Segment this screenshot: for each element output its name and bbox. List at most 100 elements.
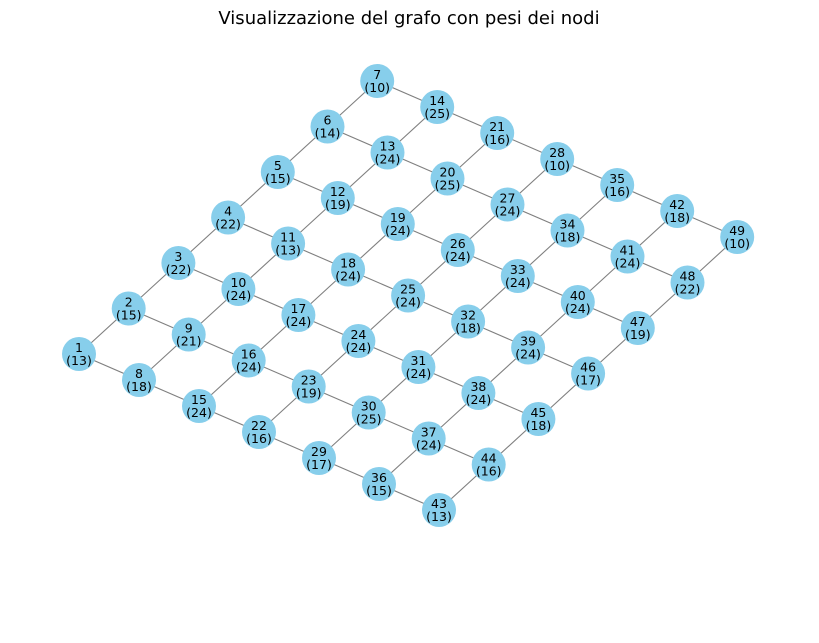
node-id-label: 3 [174,249,182,264]
node-circle [331,252,366,287]
node-circle [351,395,386,430]
node-15: 15(24) [182,389,216,423]
node-weight-label: (19) [625,327,651,342]
node-weight-label: (24) [226,288,252,303]
node-id-label: 20 [440,165,456,180]
node-31: 31(24) [401,350,436,384]
node-circle [310,109,345,144]
node-id-label: 8 [135,366,143,381]
node-id-label: 30 [361,399,377,414]
node-circle [511,330,546,365]
node-circle [62,337,96,371]
node-19: 19(24) [380,207,415,241]
node-circle [490,187,525,222]
node-id-label: 22 [251,418,267,433]
node-id-label: 49 [729,223,745,238]
node-weight-label: (24) [346,340,372,355]
node-circle [720,220,755,254]
node-26: 26(24) [440,233,475,267]
node-weight-label: (16) [246,431,272,446]
node-id-label: 44 [481,451,497,466]
node-weight-label: (25) [435,178,461,193]
node-46: 46(17) [571,356,606,391]
node-23: 23(19) [291,369,326,404]
node-id-label: 26 [450,236,466,251]
node-29: 29(17) [302,441,336,475]
node-circle [600,168,635,202]
node-24: 24(24) [341,324,376,358]
node-weight-label: (18) [126,379,152,394]
node-weight-label: (21) [176,334,202,349]
node-weight-label: (24) [495,204,521,219]
node-weight-label: (16) [484,132,510,147]
node-id-label: 6 [324,113,332,128]
node-id-label: 41 [620,243,636,258]
node-16: 16(24) [231,343,266,378]
node-circle [380,207,415,241]
node-circle [171,317,206,352]
node-circle [111,291,146,326]
node-id-label: 40 [570,288,586,303]
node-21: 21(16) [480,116,515,150]
node-weight-label: (10) [364,80,390,95]
node-weight-label: (13) [66,353,92,368]
node-circle [401,350,436,384]
node-weight-label: (24) [406,366,432,381]
node-id-label: 19 [390,210,406,225]
node-25: 25(24) [391,278,426,313]
node-circle [370,135,405,170]
node-2: 2(15) [111,291,146,326]
node-22: 22(16) [242,415,276,449]
node-11: 11(13) [271,226,306,261]
node-weight-label: (24) [375,152,401,167]
node-id-label: 10 [230,275,246,290]
node-39: 39(24) [511,330,546,365]
node-40: 40(24) [560,285,595,319]
node-circle [471,447,506,482]
node-circle [211,200,246,235]
node-20: 20(25) [430,161,465,196]
node-circle [550,213,585,248]
node-id-label: 23 [301,373,317,388]
node-weight-label: (24) [615,256,641,271]
node-id-label: 12 [330,184,346,199]
node-circle [461,376,496,410]
node-weight-label: (24) [416,438,442,453]
node-9: 9(21) [171,317,206,352]
node-circle [341,324,376,358]
node-42: 42(18) [660,194,695,228]
node-weight-label: (24) [505,275,531,290]
node-weight-label: (24) [515,347,541,362]
node-34: 34(18) [550,213,585,248]
node-weight-label: (22) [166,262,192,277]
node-circle [610,239,645,274]
node-1: 1(13) [62,337,96,371]
node-circle [571,356,606,391]
node-weight-label: (14) [315,126,341,141]
node-circle [221,272,256,306]
node-id-label: 4 [224,204,232,219]
node-circle [411,421,446,456]
node-weight-label: (10) [724,236,750,251]
node-weight-label: (18) [664,210,690,225]
node-circle [291,369,326,404]
node-weight-label: (24) [385,223,411,238]
node-circle [122,363,156,397]
node-id-label: 17 [290,301,306,316]
node-10: 10(24) [221,272,256,306]
node-id-label: 27 [500,191,516,206]
node-4: 4(22) [211,200,246,235]
node-id-label: 43 [431,496,447,511]
node-weight-label: (19) [296,386,322,401]
node-circle [451,304,486,339]
node-circle [440,233,475,267]
node-id-label: 32 [460,308,476,323]
node-id-label: 36 [371,470,387,485]
node-weight-label: (25) [356,412,382,427]
node-33: 33(24) [500,259,535,293]
node-id-label: 11 [280,230,296,245]
node-weight-label: (24) [395,295,421,310]
node-circle [161,246,196,280]
node-13: 13(24) [370,135,405,170]
